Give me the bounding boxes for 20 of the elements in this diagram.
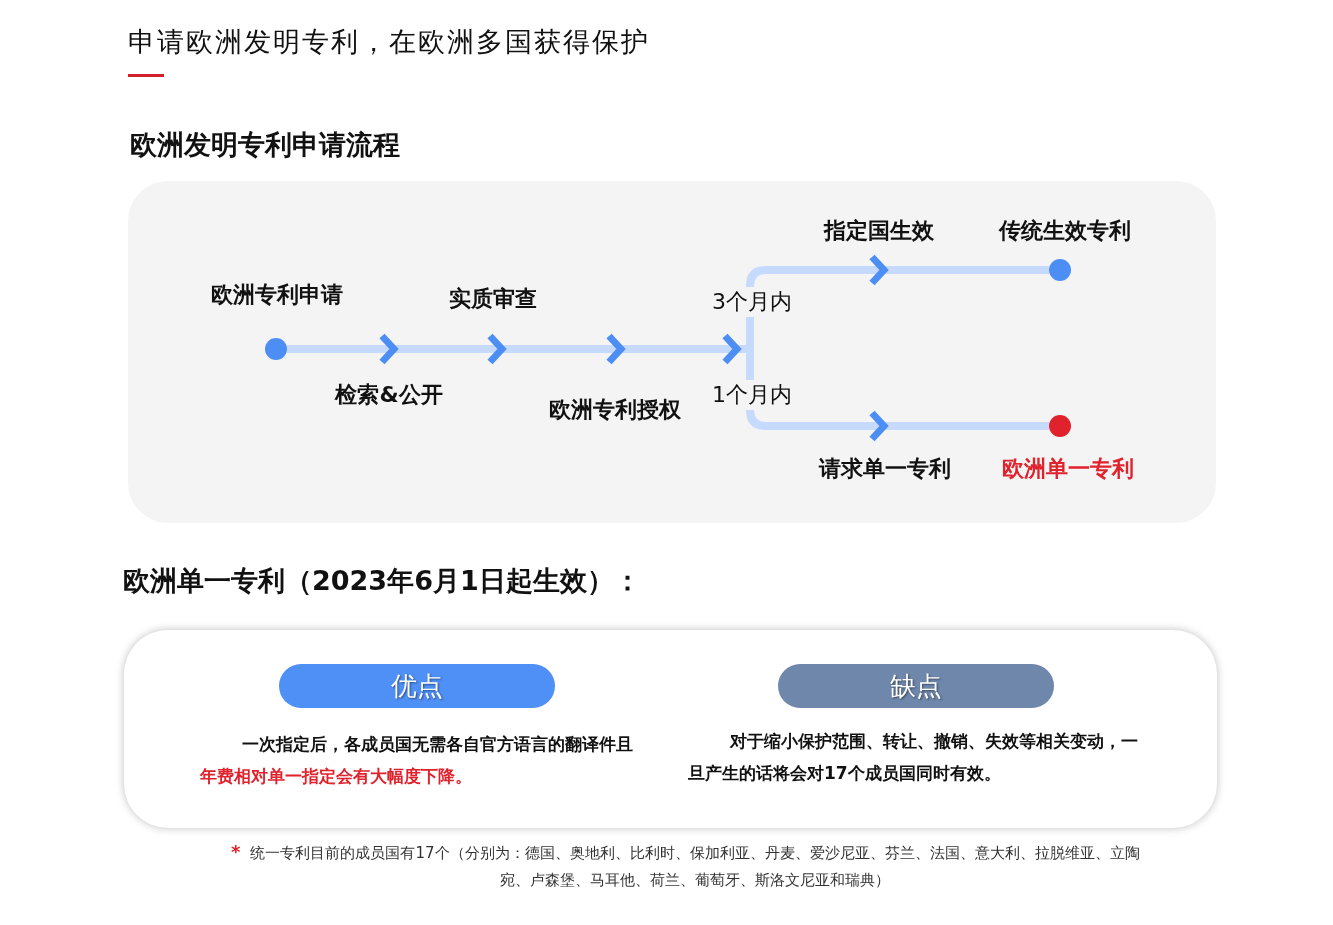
footnote-text: 统一专利目前的成员国有17个（分别为：德国、奥地利、比利时、保加利亚、丹麦、爱沙尼亚、芬兰、法国、意大利、拉脱维亚、立陶宛、卢森堡、马耳他、荷兰、葡萄牙、斯洛文尼亚和瑞典） [250, 843, 1140, 891]
page-title: 申请欧洲发明专利，在欧洲多国获得保护 [128, 25, 650, 59]
step-label: 检索&公开 [335, 381, 443, 409]
section-heading: 欧洲单一专利（2023年6月1日起生效）： [123, 564, 641, 598]
step-label: 指定国生效 [824, 217, 934, 245]
edge-label: 3个月内 [712, 287, 792, 317]
paragraph-text: 一次指定后，各成员国无需各自官方语言的翻译件且 [241, 734, 633, 754]
paragraph-text: 对于缩小保护范围、转让、撤销、失效等相关变动，一旦产生的话将会对17个成员国同时有效。 [688, 730, 1138, 785]
step-label: 请求单一专利 [819, 455, 951, 483]
node-caption: 欧洲单一专利 [1002, 455, 1134, 483]
section-heading: 欧洲发明专利申请流程 [130, 128, 400, 162]
asterisk: * [231, 841, 241, 862]
node-caption: 传统生效专利 [999, 217, 1131, 245]
step-label: 实质审查 [449, 285, 537, 313]
pill-label: 缺点 [778, 664, 1054, 708]
pill-label: 优点 [279, 664, 555, 708]
node-caption: 欧洲专利申请 [211, 281, 343, 309]
edge-label: 1个月内 [712, 380, 792, 410]
step-label: 欧洲专利授权 [549, 396, 681, 424]
highlighted-text: 年费相对单一指定会有大幅度下降。 [200, 766, 472, 786]
